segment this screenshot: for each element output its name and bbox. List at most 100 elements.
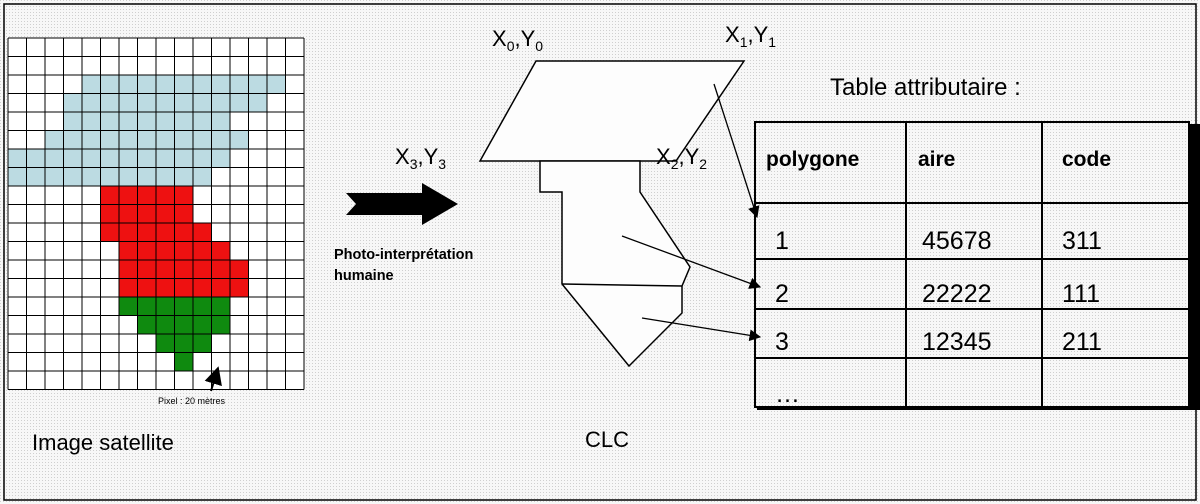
water-pixel: [137, 149, 156, 168]
red-pixel: [211, 278, 230, 297]
water-pixel: [211, 93, 230, 112]
empty-pixel: [193, 204, 212, 223]
green-pixel: [174, 315, 193, 334]
clc-lower-polygon: [539, 160, 691, 368]
empty-pixel: [82, 371, 101, 390]
empty-pixel: [267, 297, 286, 316]
red-pixel: [156, 260, 175, 279]
red-pixel: [119, 260, 138, 279]
empty-pixel: [63, 352, 82, 371]
table-cell: 311: [1062, 227, 1102, 255]
water-pixel: [193, 130, 212, 149]
vertex-label-x3y3: X3,Y3: [395, 144, 446, 172]
empty-pixel: [156, 56, 175, 75]
red-pixel: [119, 278, 138, 297]
red-pixel: [211, 241, 230, 260]
empty-pixel: [137, 352, 156, 371]
water-pixel: [63, 130, 82, 149]
table-cell: 211: [1062, 328, 1102, 356]
empty-pixel: [267, 241, 286, 260]
empty-pixel: [45, 38, 64, 57]
red-pixel: [137, 186, 156, 205]
water-pixel: [119, 130, 138, 149]
water-pixel: [211, 130, 230, 149]
empty-pixel: [8, 297, 27, 316]
empty-pixel: [45, 260, 64, 279]
water-pixel: [156, 75, 175, 94]
empty-pixel: [230, 38, 249, 57]
water-pixel: [100, 130, 119, 149]
empty-pixel: [174, 38, 193, 57]
empty-pixel: [119, 334, 138, 353]
green-pixel: [211, 297, 230, 316]
table-header-code: code: [1062, 148, 1111, 171]
table-cell: 3: [775, 328, 789, 356]
water-pixel: [100, 112, 119, 131]
red-pixel: [156, 241, 175, 260]
empty-pixel: [211, 352, 230, 371]
empty-pixel: [8, 204, 27, 223]
empty-pixel: [193, 56, 212, 75]
empty-pixel: [248, 371, 267, 390]
water-pixel: [63, 149, 82, 168]
link-arrow-row2: [621, 235, 762, 289]
water-pixel: [63, 93, 82, 112]
empty-pixel: [230, 334, 249, 353]
table-title: Table attributaire :: [830, 74, 1021, 101]
empty-pixel: [193, 371, 212, 390]
empty-pixel: [63, 223, 82, 242]
empty-pixel: [248, 186, 267, 205]
vertex-label-x0y0: X0,Y0: [492, 26, 543, 54]
empty-pixel: [26, 75, 45, 94]
empty-pixel: [63, 278, 82, 297]
empty-pixel: [267, 56, 286, 75]
red-pixel: [174, 241, 193, 260]
empty-pixel: [267, 278, 286, 297]
empty-pixel: [45, 112, 64, 131]
water-pixel: [230, 75, 249, 94]
water-pixel: [63, 112, 82, 131]
empty-pixel: [82, 352, 101, 371]
empty-pixel: [285, 56, 304, 75]
green-pixel: [211, 315, 230, 334]
empty-pixel: [26, 93, 45, 112]
empty-pixel: [63, 315, 82, 334]
red-pixel: [174, 278, 193, 297]
empty-pixel: [267, 93, 286, 112]
clc-internal-edge: [561, 283, 683, 287]
empty-pixel: [82, 315, 101, 334]
red-pixel: [137, 278, 156, 297]
empty-pixel: [45, 297, 64, 316]
empty-pixel: [26, 297, 45, 316]
table-cell: 45678: [922, 227, 992, 255]
red-pixel: [174, 204, 193, 223]
water-pixel: [174, 93, 193, 112]
link-arrows: [621, 83, 762, 342]
empty-pixel: [63, 260, 82, 279]
green-pixel: [156, 297, 175, 316]
empty-pixel: [248, 223, 267, 242]
table-cell: 111: [1062, 280, 1100, 308]
empty-pixel: [230, 352, 249, 371]
pixel-pointer-arrow: [204, 366, 222, 392]
empty-pixel: [26, 204, 45, 223]
green-pixel: [174, 352, 193, 371]
empty-pixel: [230, 56, 249, 75]
empty-pixel: [82, 223, 101, 242]
empty-pixel: [63, 38, 82, 57]
water-pixel: [193, 75, 212, 94]
empty-pixel: [230, 241, 249, 260]
empty-pixel: [100, 278, 119, 297]
empty-pixel: [100, 315, 119, 334]
empty-pixel: [100, 38, 119, 57]
empty-pixel: [45, 223, 64, 242]
empty-pixel: [63, 186, 82, 205]
water-pixel: [100, 75, 119, 94]
table-cell: 1: [775, 227, 789, 255]
water-pixel: [193, 93, 212, 112]
water-pixel: [119, 149, 138, 168]
empty-pixel: [82, 297, 101, 316]
clc-polygon-shape: [478, 60, 746, 368]
satellite-grid-lines: [7, 37, 305, 390]
empty-pixel: [8, 112, 27, 131]
